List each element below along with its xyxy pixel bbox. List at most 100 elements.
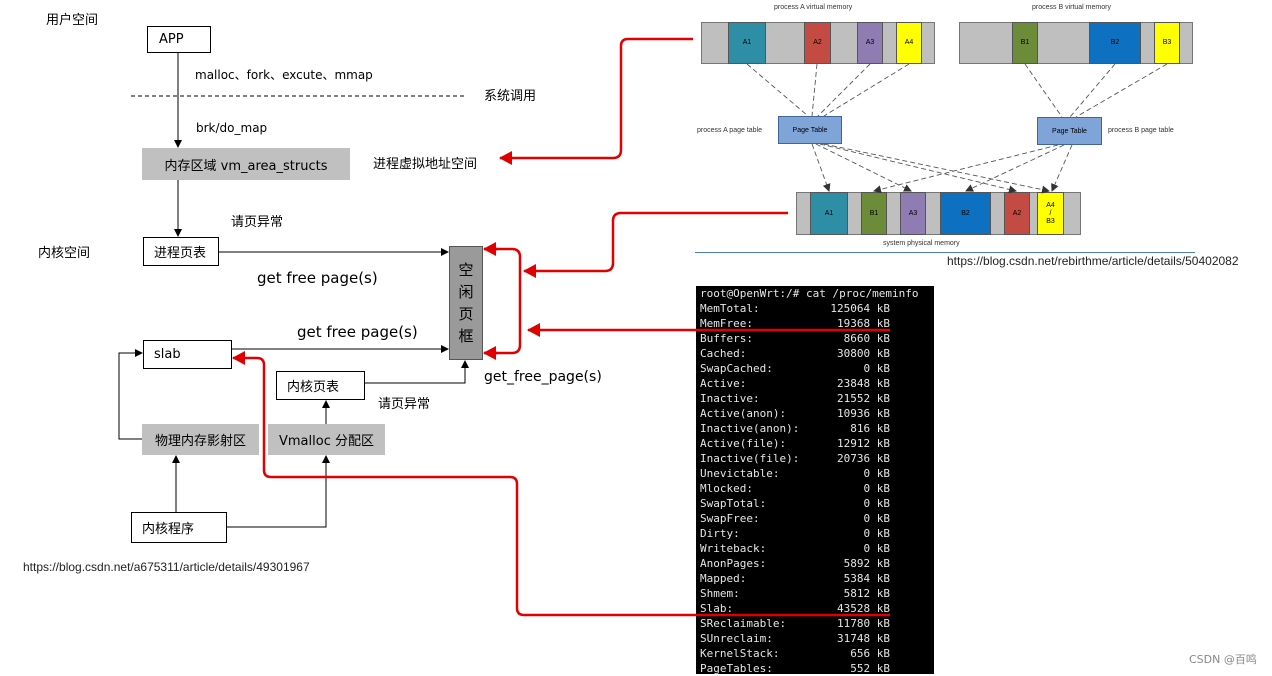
page-label: B2 <box>1110 39 1120 46</box>
meminfo-value: 19368 kB <box>837 317 890 330</box>
meminfo-row: Cached:30800 kB <box>700 346 890 361</box>
meminfo-value: 552 kB <box>850 662 890 675</box>
meminfo-value: 31748 kB <box>837 632 890 645</box>
slab-label: slab <box>154 347 181 362</box>
user-space-label: 用户空间 <box>46 13 99 28</box>
physical-memory-label: system physical memory <box>883 240 960 247</box>
proc-a-page-table: Page Table <box>778 116 842 144</box>
meminfo-row: SwapTotal:0 kB <box>700 496 890 511</box>
meminfo-key: Inactive(file): <box>700 452 800 465</box>
meminfo-row: Buffers:8660 kB <box>700 331 890 346</box>
proc-b-page-b1: B1 <box>1012 22 1038 64</box>
red-arrow-phys <box>523 211 788 278</box>
meminfo-row: Active(file):12912 kB <box>700 436 890 451</box>
right-source-url: https://blog.csdn.net/rebirthme/article/… <box>947 254 1239 268</box>
meminfo-key: Unevictable: <box>700 467 780 480</box>
syscall-label: 系统调用 <box>484 89 537 104</box>
page-table-label: Page Table <box>792 126 828 134</box>
meminfo-key: Writeback: <box>700 542 767 555</box>
vma-label: 内存区域 vm_area_structs <box>164 158 328 174</box>
page-label: A1 <box>742 39 752 46</box>
meminfo-key: SwapFree: <box>700 512 760 525</box>
csdn-watermark: CSDN @百鸣 <box>1189 653 1257 666</box>
meminfo-row: Mlocked:0 kB <box>700 481 890 496</box>
page-label: A3 <box>865 39 875 46</box>
phys-map-box: 物理内存影射区 <box>142 424 259 455</box>
phys-page-a1: A1 <box>810 192 848 235</box>
meminfo-value: 11780 kB <box>837 617 890 630</box>
meminfo-value: 5892 kB <box>843 557 890 570</box>
meminfo-value: 816 kB <box>850 422 890 435</box>
meminfo-key: SwapCached: <box>700 362 773 375</box>
get-free-page-label-2: get free page(s) <box>297 323 418 341</box>
app-box: APP <box>147 26 211 53</box>
vaddr-space-label: 进程虚拟地址空间 <box>373 157 478 172</box>
kernel-page-table-label: 内核页表 <box>287 380 340 395</box>
free-frames-char-1: 空 <box>458 261 474 279</box>
meminfo-value: 0 kB <box>863 527 891 540</box>
syscall-list: malloc、fork、excute、mmap <box>195 68 373 82</box>
meminfo-value: 0 kB <box>863 512 891 525</box>
proc-b-vm-title: process B virtual memory <box>1032 4 1111 11</box>
meminfo-row: MemTotal:125064 kB <box>700 301 890 316</box>
meminfo-row: PageTables: 552 kB <box>700 661 890 676</box>
meminfo-value: 10936 kB <box>837 407 890 420</box>
meminfo-row: Shmem:5812 kB <box>700 586 890 601</box>
arrow-physmap-to-slab <box>118 349 143 440</box>
kernel-space-label: 内核空间 <box>38 246 91 261</box>
phys-page-a2: A2 <box>1004 192 1030 235</box>
meminfo-value: 656 kB <box>850 647 890 660</box>
map-apt-a1 <box>811 143 831 192</box>
meminfo-row: SReclaimable: 11780 kB <box>700 616 890 631</box>
meminfo-key: Mlocked: <box>700 482 753 495</box>
meminfo-key: Slab: <box>700 602 734 615</box>
map-a1-pt <box>746 63 809 117</box>
meminfo-value: 20736 kB <box>837 452 890 465</box>
meminfo-key: SReclaimable: <box>700 617 787 630</box>
map-b2-pt <box>1069 63 1116 118</box>
proc-a-page-table-label: process A page table <box>697 127 762 134</box>
free-page-frames-box: 空 闲 页 框 <box>449 246 483 360</box>
meminfo-value: 23848 kB <box>837 377 890 390</box>
kernel-page-table-box: 内核页表 <box>276 371 365 400</box>
meminfo-key: PageTables: <box>700 662 773 675</box>
get-free-page-label-1: get free page(s) <box>257 269 378 287</box>
phys-page-a4-b3: A4 / B3 <box>1037 192 1064 235</box>
page-fault-label-2: 请页异常 <box>378 397 431 412</box>
meminfo-row: Slab:43528 kB <box>700 601 890 616</box>
map-apt-a2 <box>819 143 1017 194</box>
meminfo-key: Inactive(anon): <box>700 422 800 435</box>
page-fault-label-1: 请页异常 <box>231 215 284 230</box>
proc-a-page-a2: A2 <box>804 22 831 64</box>
proc-b-page-table-label: process B page table <box>1108 127 1174 134</box>
proc-b-page-b2: B2 <box>1089 22 1141 64</box>
meminfo-value: 21552 kB <box>837 392 890 405</box>
brk-label: brk/do_map <box>196 121 268 135</box>
free-frames-char-3: 页 <box>458 305 474 323</box>
map-a2-pt <box>811 63 818 117</box>
meminfo-value: 30800 kB <box>837 347 890 360</box>
page-label: A2 <box>1012 209 1022 217</box>
phys-map-label: 物理内存影射区 <box>154 434 246 449</box>
meminfo-row: Mapped:5384 kB <box>700 571 890 586</box>
proc-a-vm-title: process A virtual memory <box>774 4 853 11</box>
app-label: APP <box>159 32 184 47</box>
meminfo-key: Active: <box>700 377 747 390</box>
meminfo-row: Inactive(anon): 816 kB <box>700 421 890 436</box>
proc-b-page-table: Page Table <box>1037 117 1102 145</box>
map-a3-pt <box>817 63 871 117</box>
kernel-program-box: 内核程序 <box>131 512 227 543</box>
phys-page-a3: A3 <box>900 192 926 235</box>
meminfo-value: 8660 kB <box>843 332 890 345</box>
meminfo-value: 0 kB <box>863 497 891 510</box>
phys-page-b1: B1 <box>861 192 887 235</box>
meminfo-row: KernelStack:656 kB <box>700 646 890 661</box>
vmalloc-label: Vmalloc 分配区 <box>279 434 374 449</box>
map-apt-a3 <box>815 143 912 192</box>
page-label: B3 <box>1162 39 1172 46</box>
meminfo-row: Active(anon):10936 kB <box>700 406 890 421</box>
meminfo-value: 12912 kB <box>837 437 890 450</box>
meminfo-row: Inactive(file): 20736 kB <box>700 451 890 466</box>
meminfo-row: MemFree:19368 kB <box>700 316 890 331</box>
